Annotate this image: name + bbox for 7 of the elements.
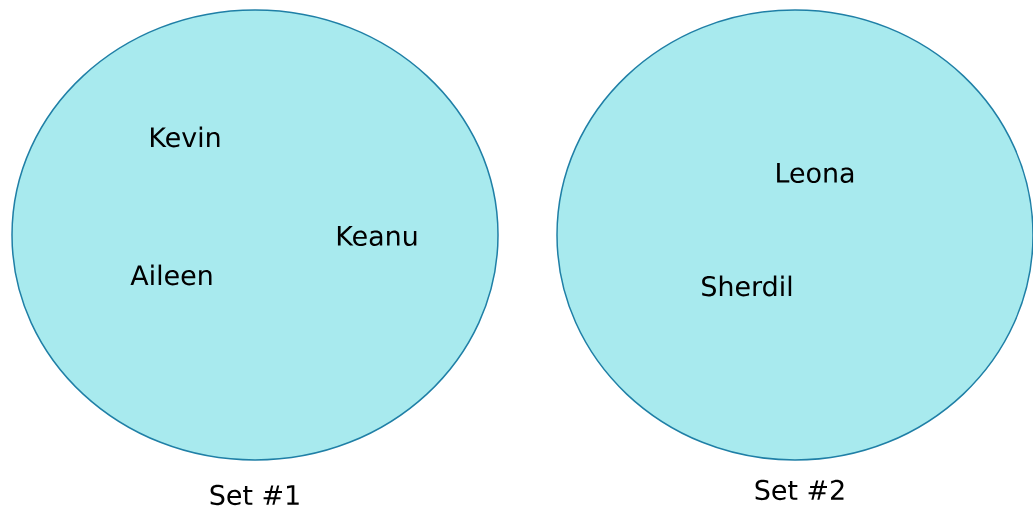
member-label: Aileen (130, 264, 212, 286)
set-caption: Set #1 (210, 484, 299, 506)
member-label: Keanu (337, 226, 417, 246)
set-caption: Set #2 (755, 479, 844, 501)
member-label: Leona (777, 163, 854, 183)
member-label: Sherdil (702, 275, 792, 297)
member-label: Kevin (151, 126, 220, 148)
